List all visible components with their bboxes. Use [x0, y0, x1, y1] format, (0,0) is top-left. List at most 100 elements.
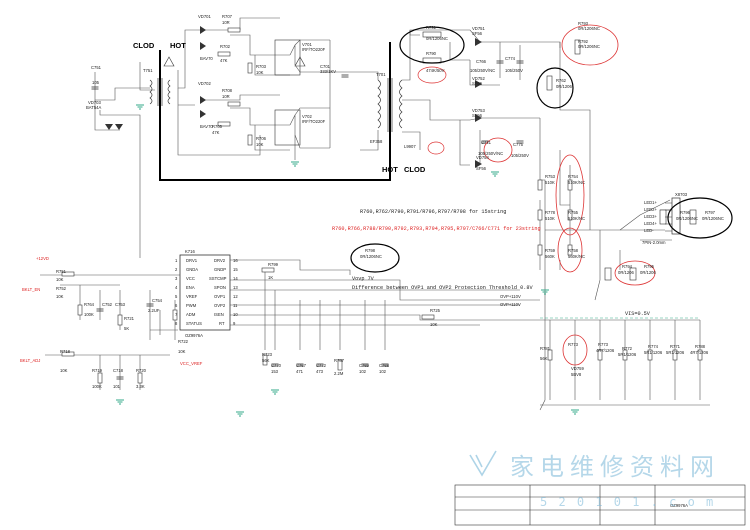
- r772-ref: R772: [622, 346, 633, 351]
- r723-ref: R723: [262, 352, 273, 357]
- warning-triangle-icon: [163, 56, 175, 67]
- ic-pin-rn14: 14: [233, 276, 238, 281]
- ic-pin-labels-left: DRV1 GNDA VCC ENA VREF PWM ADM STATUS 1 …: [175, 258, 202, 326]
- ic-pin-rn13: 13: [233, 285, 238, 290]
- r762-val: 0R/1206: [556, 84, 573, 89]
- r722-ref: R722: [178, 339, 189, 344]
- c771-ref: C771: [481, 140, 492, 145]
- r797-val: 0R/1206NC: [702, 216, 724, 221]
- vovp-line: Vovp 7V: [352, 276, 375, 282]
- c769-val: 102: [359, 369, 367, 374]
- r788-ref: R788: [695, 344, 706, 349]
- bav70-b: BAV70: [200, 124, 213, 129]
- bav70-a: BAV70: [200, 56, 213, 61]
- r799-ref: R799: [268, 262, 279, 267]
- label-clod-left: CLOD: [133, 41, 155, 50]
- ic-pin-rn11: 11: [233, 303, 238, 308]
- r725-val: 10K: [430, 322, 438, 327]
- watermark-text: 家电维修资料网: [510, 453, 720, 481]
- r795-ref: R795: [644, 264, 655, 269]
- r791-ref: R791: [426, 25, 437, 30]
- v701-part: IRF/TO220F: [302, 47, 326, 52]
- r751-val: 10K: [56, 277, 64, 282]
- ic-pin-r12: OVP1: [214, 294, 226, 299]
- r771-ref: R771: [670, 344, 681, 349]
- r721-ref: R721: [124, 316, 135, 321]
- r708-val: 10R: [222, 94, 230, 99]
- ic-part: OZ9976A: [185, 333, 203, 338]
- c766-val: 105/250V/NC: [470, 68, 495, 73]
- c772-val: 473: [316, 369, 324, 374]
- r753-val: 510K: [545, 180, 555, 185]
- ic-pin-rn15: 15: [233, 267, 238, 272]
- conn-pin-5: LED-: [644, 228, 654, 233]
- r790-val: 474K/50V: [426, 68, 445, 73]
- ic-pin-n6: 6: [175, 303, 178, 308]
- r755-ref: R755: [568, 210, 579, 215]
- r797-ref: R797: [705, 210, 716, 215]
- c774-val: 105/250V: [505, 68, 523, 73]
- ic-pin-l2: GNDA: [186, 267, 198, 272]
- r778-ref: R778: [545, 210, 556, 215]
- r798-val: 0R/1206NC: [360, 254, 382, 259]
- watermark-logo: [469, 450, 497, 477]
- vd754-part: SF56: [476, 166, 487, 171]
- r774-ref: R774: [648, 344, 659, 349]
- c718-ref: C718: [113, 368, 124, 373]
- c752-ref: C752: [102, 302, 113, 307]
- c701-ref: C701: [320, 64, 331, 69]
- t751-ref: T751: [143, 68, 153, 73]
- x8703-part: 7PIN-2.0mm: [642, 240, 666, 245]
- r752-ref: R752: [56, 286, 67, 291]
- ic-pin-l1: DRV1: [186, 258, 198, 263]
- x8703-ref: X8703: [675, 192, 688, 197]
- ef358-ref: EF358: [370, 139, 383, 144]
- ic-pin-r14: SSTCMP: [209, 276, 227, 281]
- net-12vd: +12VD: [36, 256, 49, 261]
- v702-part: IRF/TO220F: [302, 119, 326, 124]
- main-transformer: [377, 78, 403, 132]
- r722-val: 10K: [178, 349, 186, 354]
- ic-pin-l3: VCC: [186, 276, 195, 281]
- r702-val: 47K: [220, 58, 228, 63]
- vd752-part: SF56: [472, 81, 483, 86]
- c718-val: 101: [113, 384, 121, 389]
- conn-pin-4: LED4+: [644, 221, 657, 226]
- primary-components: [91, 26, 349, 167]
- t701-ref: T701: [376, 72, 386, 77]
- r771-val: 5R1/1206: [666, 350, 685, 355]
- ovp-diff-line: Difference between OVP1 and OVP2 Protect…: [352, 285, 533, 291]
- c775-ref: C775: [513, 142, 524, 147]
- r754-val: 510K/NC: [568, 180, 585, 185]
- r793-val: 0R/1206NC: [578, 26, 600, 31]
- vd759-part: 5BV8: [571, 372, 582, 377]
- r706-ref: R706: [256, 136, 267, 141]
- c769-ref: C769: [359, 363, 370, 368]
- conn-pin-3: LED3+: [644, 214, 657, 219]
- c771-val: 105/250V/NC: [478, 151, 503, 156]
- net-ovp2: OVP+110V: [500, 302, 521, 307]
- r755-val: 510K/NC: [568, 216, 585, 221]
- r791-val: 0R/1206NC: [426, 36, 448, 41]
- c751-val: 105: [92, 80, 100, 85]
- hot-region-border: [159, 42, 391, 181]
- ic-pin-l4: ENA: [186, 285, 195, 290]
- r772-val: 5R1/1206: [618, 352, 637, 357]
- r773-val: 4R7/1206: [596, 348, 615, 353]
- r778-val: 510K: [545, 216, 555, 221]
- vd752-ref: VD752: [472, 76, 485, 81]
- c772-ref: C772: [316, 363, 327, 368]
- r702-ref: R702: [220, 44, 231, 49]
- r759-val: 560K: [545, 254, 555, 259]
- r798-ref: R798: [365, 248, 376, 253]
- ic-pin-n5: 5: [175, 294, 178, 299]
- wiring-primary: [94, 17, 379, 258]
- r764-ref: R764: [84, 302, 95, 307]
- c768-val: 102: [379, 369, 387, 374]
- ic-pin-l6: PWM: [186, 303, 197, 308]
- r718-ref: R718: [60, 349, 71, 354]
- r720-ref: R720: [136, 368, 147, 373]
- r706-val: 10K: [256, 142, 264, 147]
- title-block-part: OZ9976A: [670, 503, 688, 508]
- r781-val: 56K: [540, 356, 548, 361]
